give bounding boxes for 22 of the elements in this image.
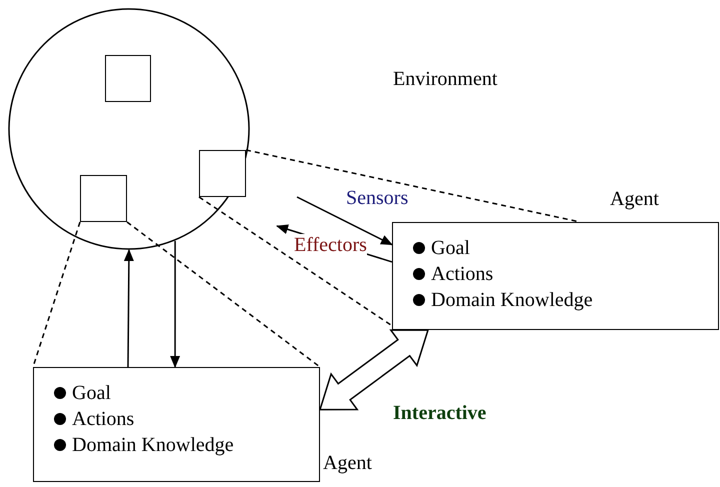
list-item-text: Goal (72, 381, 111, 406)
list-item-text: Goal (431, 236, 470, 261)
agent-square (105, 55, 151, 102)
list-item-text: Actions (431, 262, 494, 287)
list-item-text: Domain Knowledge (72, 433, 234, 458)
list-item-text: Domain Knowledge (431, 288, 593, 313)
double-block-arrow (318, 329, 430, 410)
arrow (124, 249, 134, 367)
edge-label: Effectors (294, 234, 367, 257)
dashed-line (126, 221, 320, 368)
arrow (170, 240, 180, 368)
agent-square (80, 175, 127, 222)
agent-caption: Agent (610, 188, 659, 211)
environment-label: Environment (393, 68, 498, 91)
agent-square (199, 150, 246, 197)
agent-caption: Agent (323, 452, 372, 475)
list-item-text: Actions (72, 407, 134, 432)
agent-box (392, 222, 719, 330)
dashed-line (198, 196, 392, 326)
agent-box (33, 367, 320, 482)
environment-circle (8, 8, 250, 250)
arrow (296, 196, 393, 246)
